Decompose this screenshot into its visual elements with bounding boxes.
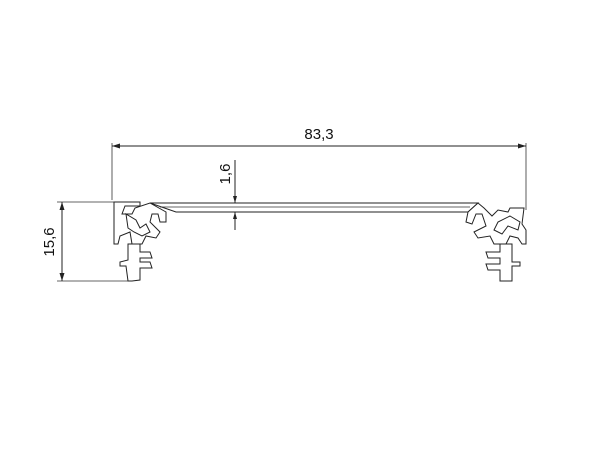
height-dimension-label: 15,6 <box>41 227 58 256</box>
width-dimension: 83,3 <box>111 126 527 210</box>
height-arrow-top <box>59 202 65 210</box>
right-end-profile <box>465 202 527 245</box>
width-dimension-label: 83,3 <box>304 126 333 143</box>
width-arrow-right <box>518 143 526 149</box>
width-arrow-left <box>112 143 120 149</box>
height-arrow-bottom <box>59 273 65 281</box>
left-stem <box>119 243 153 282</box>
right-hook <box>493 215 521 235</box>
right-stem <box>485 243 521 282</box>
thickness-dimension-label: 1,6 <box>217 164 234 185</box>
left-hook <box>125 213 151 237</box>
profile-body <box>113 201 527 282</box>
thickness-dimension: 1,6 <box>217 160 237 230</box>
top-plate <box>149 202 480 213</box>
height-dimension: 15,6 <box>41 201 132 282</box>
left-end-profile <box>113 201 167 245</box>
thickness-arrow-bottom <box>233 212 237 219</box>
thickness-arrow-top <box>233 196 237 203</box>
